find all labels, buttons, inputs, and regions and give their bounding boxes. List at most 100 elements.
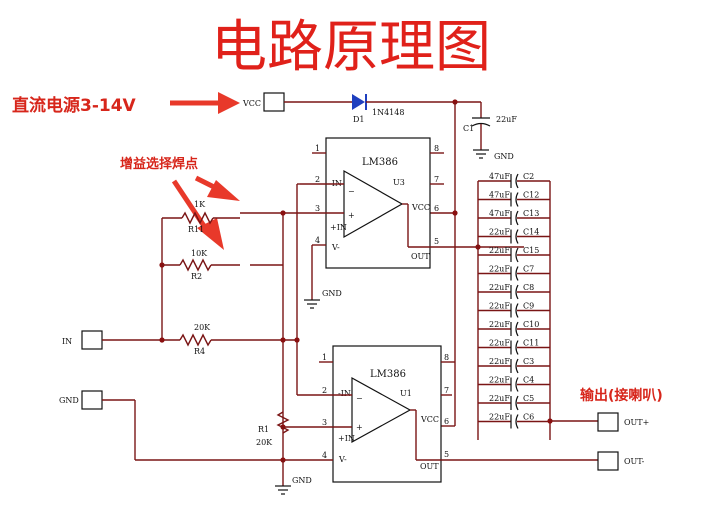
- ic-bottom-pin2-num: 2: [322, 386, 327, 395]
- cap-value-label: 22uF: [489, 320, 510, 329]
- ground-symbol: [473, 149, 489, 159]
- cap-value-label: 47uF: [489, 172, 510, 181]
- ic-bottom-in-minus: -IN: [338, 389, 351, 398]
- ic-top-gnd-label: GND: [322, 289, 342, 298]
- ic-top-pin3-num: 3: [315, 204, 320, 213]
- cap-value-label: 22uF: [489, 265, 510, 274]
- cap-value-label: 22uF: [489, 302, 510, 311]
- c1-value: 22uF: [496, 115, 517, 124]
- resistor-r11: [181, 211, 214, 225]
- cap-ref-label: C3: [523, 357, 534, 366]
- diode-part: 1N4148: [372, 108, 404, 117]
- cap-ref-label: C2: [523, 172, 534, 181]
- out-minus-label: OUT-: [624, 457, 645, 466]
- power-arrow: [170, 92, 240, 114]
- ic-bottom-opamp-symbol: [351, 376, 412, 444]
- ground-symbol: [304, 299, 320, 309]
- out-plus-label: OUT+: [624, 418, 649, 427]
- ic-bottom-minus-sign: −: [356, 394, 363, 403]
- ic-bottom-plus-sign: +: [356, 423, 363, 432]
- ic-bottom-ref: U1: [400, 389, 412, 398]
- junction: [280, 337, 286, 343]
- capacitor-c15: 22uF C15: [478, 246, 550, 263]
- gnd-port-label: GND: [59, 396, 79, 405]
- power-annotation: 直流电源3-14V: [12, 95, 137, 116]
- output-annotation: 输出(接喇叭): [580, 387, 663, 404]
- junction: [294, 337, 300, 343]
- ic-top-pin8-num: 8: [434, 144, 439, 153]
- capacitor-c2: 47uF C2: [478, 172, 550, 189]
- ground-symbol: [275, 485, 291, 495]
- ic-top-minus-sign: −: [348, 187, 355, 196]
- capacitor-c10: 22uF C10: [478, 320, 550, 337]
- capacitor-c7: 22uF C7: [478, 265, 550, 281]
- ic-top-vminus: V-: [331, 243, 340, 252]
- cap-value-label: 22uF: [489, 394, 510, 403]
- capacitor-c5: 22uF C5: [478, 394, 550, 411]
- r1-value: 20K: [256, 438, 273, 447]
- ic-bottom-pin3-num: 3: [322, 418, 327, 427]
- c1-ref: C1: [463, 124, 474, 133]
- ic-bottom-pin5-num: 5: [444, 450, 449, 459]
- r2-value: 10K: [191, 249, 208, 258]
- cap-value-label: 22uF: [489, 376, 510, 385]
- gnd-bottom-label: GND: [292, 476, 312, 485]
- ic-bottom-pin4-num: 4: [322, 451, 327, 460]
- capacitor-c4: 22uF C4: [478, 376, 550, 392]
- ic-top-plus-sign: +: [348, 211, 355, 220]
- r1-ref: R1: [258, 425, 269, 434]
- cap-value-label: 47uF: [489, 191, 510, 200]
- capacitor-c12: 47uF C12: [478, 191, 550, 207]
- ic-bottom-part: LM386: [370, 369, 406, 380]
- ic-top-pin2-num: 2: [315, 175, 320, 184]
- capacitor-c13: 47uF C13: [478, 209, 550, 226]
- cap-ref-label: C7: [523, 265, 534, 274]
- cap-ref-label: C14: [523, 228, 539, 237]
- ic-bottom-pin7-num: 7: [444, 386, 449, 395]
- gnd-port[interactable]: [81, 390, 103, 410]
- capacitor-c14: 22uF C14: [478, 228, 550, 244]
- ic-top-pin1-num: 1: [315, 144, 320, 153]
- cap-ref-label: C6: [523, 413, 534, 422]
- r4-value: 20K: [194, 323, 211, 332]
- cap-ref-label: C15: [523, 246, 539, 255]
- ic-top-part: LM386: [362, 157, 398, 168]
- cap-ref-label: C4: [523, 376, 534, 385]
- ic-top-ref: U3: [393, 178, 405, 187]
- r2-ref: R2: [191, 272, 202, 281]
- resistor-r2: [179, 258, 212, 272]
- in-port[interactable]: [81, 330, 103, 350]
- out-minus-port[interactable]: [597, 451, 619, 471]
- ic-bottom-pin8-num: 8: [444, 353, 449, 362]
- ic-top-pin7-num: 7: [434, 175, 439, 184]
- cap-ref-label: C5: [523, 394, 534, 403]
- cap-value-label: 22uF: [489, 246, 510, 255]
- out-plus-port[interactable]: [597, 412, 619, 432]
- r11-ref: R11: [188, 225, 204, 234]
- cap-ref-label: C12: [523, 191, 539, 200]
- ic-top-in-plus: +IN: [330, 223, 347, 232]
- capacitor-c9: 22uF C9: [478, 302, 550, 318]
- ic-top-pin4-num: 4: [315, 236, 320, 245]
- cap-value-label: 22uF: [489, 228, 510, 237]
- gnd-label-c1: GND: [494, 152, 514, 161]
- gain-arrow-1: [194, 175, 240, 201]
- cap-ref-label: C13: [523, 209, 539, 218]
- cap-value-label: 47uF: [489, 209, 510, 218]
- vcc-port[interactable]: [263, 92, 285, 112]
- r4-ref: R4: [194, 347, 205, 356]
- cap-ref-label: C9: [523, 302, 534, 311]
- ic-bottom-pin6-num: 6: [444, 417, 449, 426]
- diode-ref: D1: [353, 115, 365, 124]
- page-title: 电路原理图: [211, 15, 491, 80]
- capacitor-bank: 47uF C2 47uF C12 47uF C13 22uF C14 22uF C15 22uF C7…: [478, 172, 550, 429]
- ic-bottom-out: OUT: [420, 462, 439, 471]
- junction: [452, 210, 458, 216]
- cap-ref-label: C10: [523, 320, 539, 329]
- gain-annotation: 增益选择焊点: [120, 156, 198, 172]
- resistor-r4: [179, 333, 212, 347]
- junction: [547, 418, 553, 424]
